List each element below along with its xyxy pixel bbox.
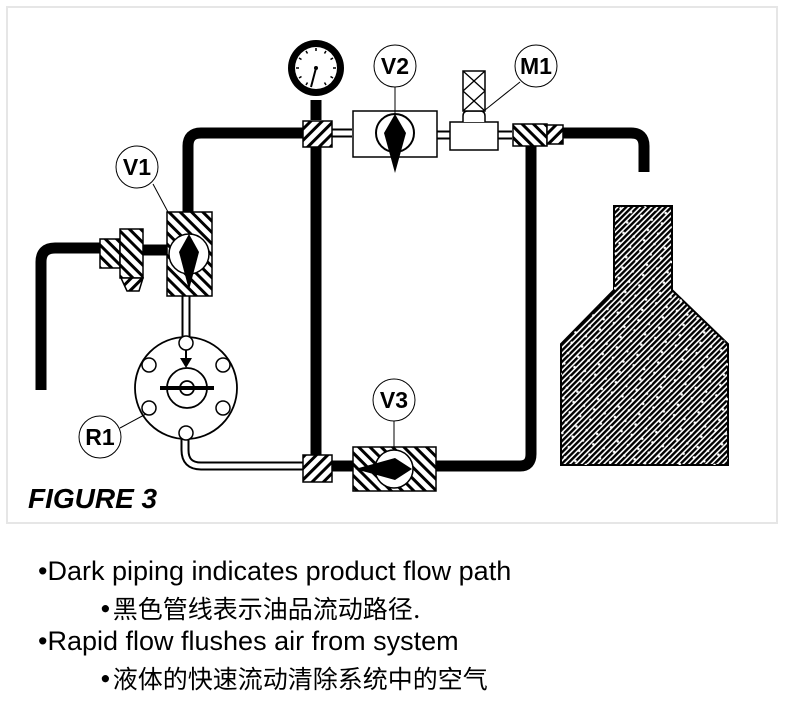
label-m1: M1 [520, 53, 552, 79]
flow-diagram: V1 V2 M1 V3 R1 FIGURE 3 [28, 40, 729, 514]
note-item: •液体的快速流动清除系统中的空气 [98, 665, 488, 694]
label-v1: V1 [123, 154, 151, 180]
outlet-coupling [546, 124, 564, 145]
note-item: •Dark piping indicates product flow path [38, 556, 512, 586]
reel-r1-icon [134, 335, 238, 441]
meter-m1-icon [449, 70, 499, 151]
pipe-outlet [563, 127, 650, 172]
callout-r1: R1 [78, 413, 147, 459]
tank-icon [560, 205, 729, 466]
valve-v3-icon [352, 446, 437, 492]
callout-m1: M1 [484, 44, 558, 111]
product-pipes [35, 100, 650, 472]
pipe-bottom [330, 145, 537, 472]
pipe-v1-top [182, 127, 305, 212]
note-item: •Rapid flow flushes air from system [38, 626, 459, 656]
valve-v1-icon [166, 211, 213, 297]
label-v2: V2 [381, 53, 409, 79]
pressure-gauge-icon [288, 40, 344, 96]
note-item: •黑色管线表示油品流动路径. [98, 595, 421, 624]
label-v3: V3 [380, 387, 408, 413]
callout-v2: V2 [373, 44, 417, 115]
tee-top-right [512, 123, 548, 147]
figure-title: FIGURE 3 [28, 483, 158, 514]
nozzle-icon [99, 228, 145, 292]
callout-v1: V1 [115, 145, 169, 213]
label-r1: R1 [85, 424, 115, 450]
valve-v2-icon [352, 110, 438, 173]
callout-v3: V3 [372, 378, 416, 450]
tee-bottom-left [302, 454, 333, 483]
nozzle-hose [35, 242, 102, 390]
tee-top-left [302, 120, 333, 148]
bypass-pipes [180, 128, 512, 471]
